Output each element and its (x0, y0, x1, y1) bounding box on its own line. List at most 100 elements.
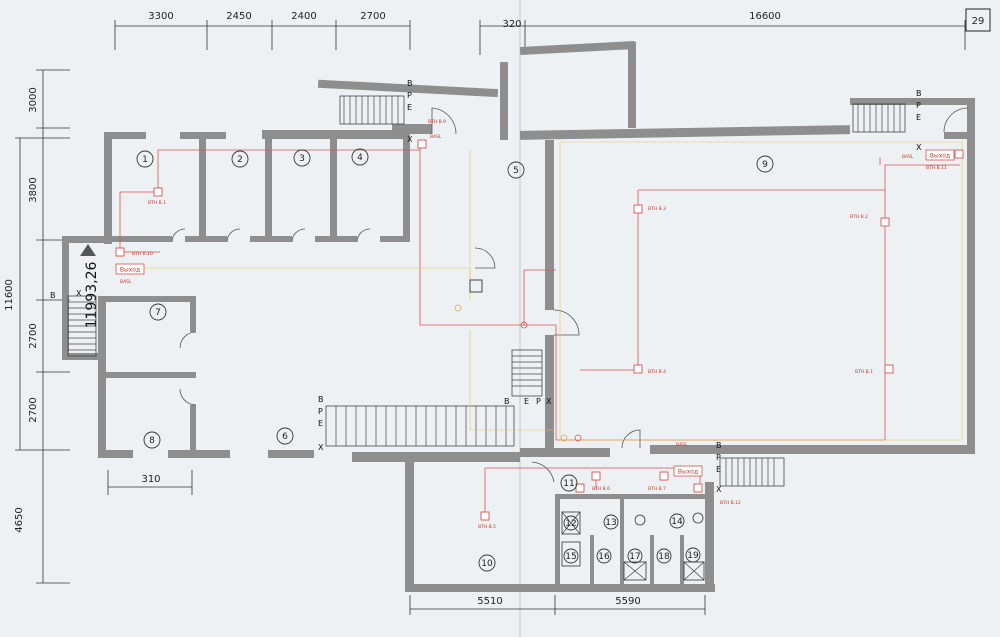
dim-top-4: 2700 (360, 11, 385, 22)
room-number: 10 (481, 559, 493, 569)
room-number: 15 (565, 552, 576, 562)
room-number: 1 (142, 155, 148, 165)
stair-letter: Х (318, 443, 324, 452)
dim-top-2: 2450 (226, 11, 251, 22)
room-number: 2 (237, 155, 243, 165)
dim-top-5: 320 (502, 19, 521, 30)
dim-top-3: 2400 (291, 11, 316, 22)
room-marker: 1 (136, 150, 154, 168)
room-marker: 10 (478, 554, 496, 572)
device-label: ВТН В.9 (428, 119, 446, 125)
stair-top-left (339, 95, 405, 125)
room-marker: 19 (685, 547, 701, 563)
room-number: 14 (671, 517, 683, 527)
exit-sign: Выход (673, 465, 703, 477)
stair-bottom-right (719, 457, 785, 487)
stair-middle-vertical (511, 349, 543, 397)
exit-sign: Выход (115, 263, 145, 275)
detector-icon (575, 483, 585, 493)
stair-letter: Е (916, 113, 921, 122)
stair-letters: В Р Е Х В Р Е Х В Х В Р Е Х В Е Р Х В Р … (50, 79, 922, 494)
exit-sign-label: Выход (120, 267, 140, 274)
device-label: ВТН В.12 (720, 500, 741, 506)
device-label: ВТН В.11 (926, 165, 947, 171)
top-dimension-chain: 3300 2450 2400 2700 320 16600 (114, 11, 966, 55)
dim-bottom-3: 5590 (615, 596, 640, 607)
stair-top-right (852, 103, 906, 133)
detector-icon (417, 139, 427, 149)
room-number: 3 (299, 154, 305, 164)
stair-letter: Е (716, 465, 721, 474)
room-number: 12 (565, 519, 576, 529)
dim-left-6: 4650 (14, 507, 25, 532)
room-marker: 7 (149, 303, 167, 321)
room-marker: 6 (276, 427, 294, 445)
room-number: 13 (605, 518, 616, 528)
stair-letter: Е (318, 419, 323, 428)
sheet-number: 29 (972, 16, 985, 27)
stair-letter: В (716, 441, 722, 450)
device-label: ВАSL (430, 134, 442, 140)
room-marker: 14 (669, 513, 685, 529)
stair-letter: В (318, 395, 324, 404)
exit-sign-label: Выход (678, 469, 698, 476)
sheet-number-box: 29 (965, 8, 991, 32)
device-label: ВТН В.2 (850, 214, 868, 220)
room-number: 18 (658, 552, 670, 562)
room-marker: 4 (351, 148, 369, 166)
room-marker: 12 (563, 515, 579, 531)
room-marker: 15 (563, 548, 579, 564)
room-number: 16 (598, 552, 610, 562)
device-label: ВТН В.7 (648, 486, 666, 492)
stair-letter: Х (407, 135, 413, 144)
detector-icon (591, 471, 601, 481)
door-swings (171, 107, 969, 483)
stair-letter: Х (916, 143, 922, 152)
stair-letter: В (504, 397, 510, 406)
dim-left-2: 3800 (28, 177, 39, 202)
dim-top-1: 3300 (148, 11, 173, 22)
stair-letter: Е (524, 397, 529, 406)
room-marker: 9 (756, 155, 774, 173)
device-label: ВТН В.10 (132, 251, 153, 257)
room-number: 11 (563, 479, 574, 489)
detector-icon (880, 217, 890, 227)
room-numbers: 1 2 3 4 5 6 7 8 9 10 11 12 13 14 15 16 1… (136, 148, 774, 572)
room-marker: 8 (143, 431, 161, 449)
room-marker: 3 (293, 149, 311, 167)
stair-letter: Р (916, 101, 921, 110)
alarm-devices (115, 139, 964, 521)
room-marker: 5 (507, 161, 525, 179)
exit-signs: Выход Выход Выход (115, 149, 955, 477)
room-number: 4 (357, 153, 363, 163)
stair-letter: Х (546, 397, 552, 406)
building-walls (62, 40, 975, 592)
stair-letter: Р (407, 91, 412, 100)
stair-letter: Е (407, 103, 412, 112)
dim-left-1: 3000 (28, 87, 39, 112)
room-marker: 13 (603, 514, 619, 530)
dim-left-5: 2700 (28, 397, 39, 422)
stair-letter: Р (536, 397, 541, 406)
stair-letter: Х (76, 289, 82, 298)
room-number: 8 (149, 436, 155, 446)
stair-letter: Р (318, 407, 323, 416)
device-label: ВТН В.1 (148, 200, 166, 206)
stair-letter: В (916, 89, 922, 98)
stair-left (67, 295, 97, 357)
device-label: ВАSL (676, 442, 688, 448)
dim-bottom-1: 310 (141, 474, 160, 485)
measurement-annotation: 11993,26 (84, 262, 100, 329)
device-label: ВТН В.3 (648, 206, 666, 212)
detector-icon (633, 204, 643, 214)
bathroom-fixtures (561, 511, 705, 581)
room-number: 19 (687, 551, 699, 561)
device-label: ВАSL (902, 154, 914, 160)
detector-icon (153, 187, 163, 197)
stair-letter: В (407, 79, 413, 88)
device-labels: ВТН В.1 ВТН В.10 ВТН В.9 ВТН В.3 ВТН В.2… (120, 119, 947, 530)
room-marker: 2 (231, 150, 249, 168)
room-number: 5 (513, 166, 519, 176)
room-marker: 16 (596, 548, 612, 564)
